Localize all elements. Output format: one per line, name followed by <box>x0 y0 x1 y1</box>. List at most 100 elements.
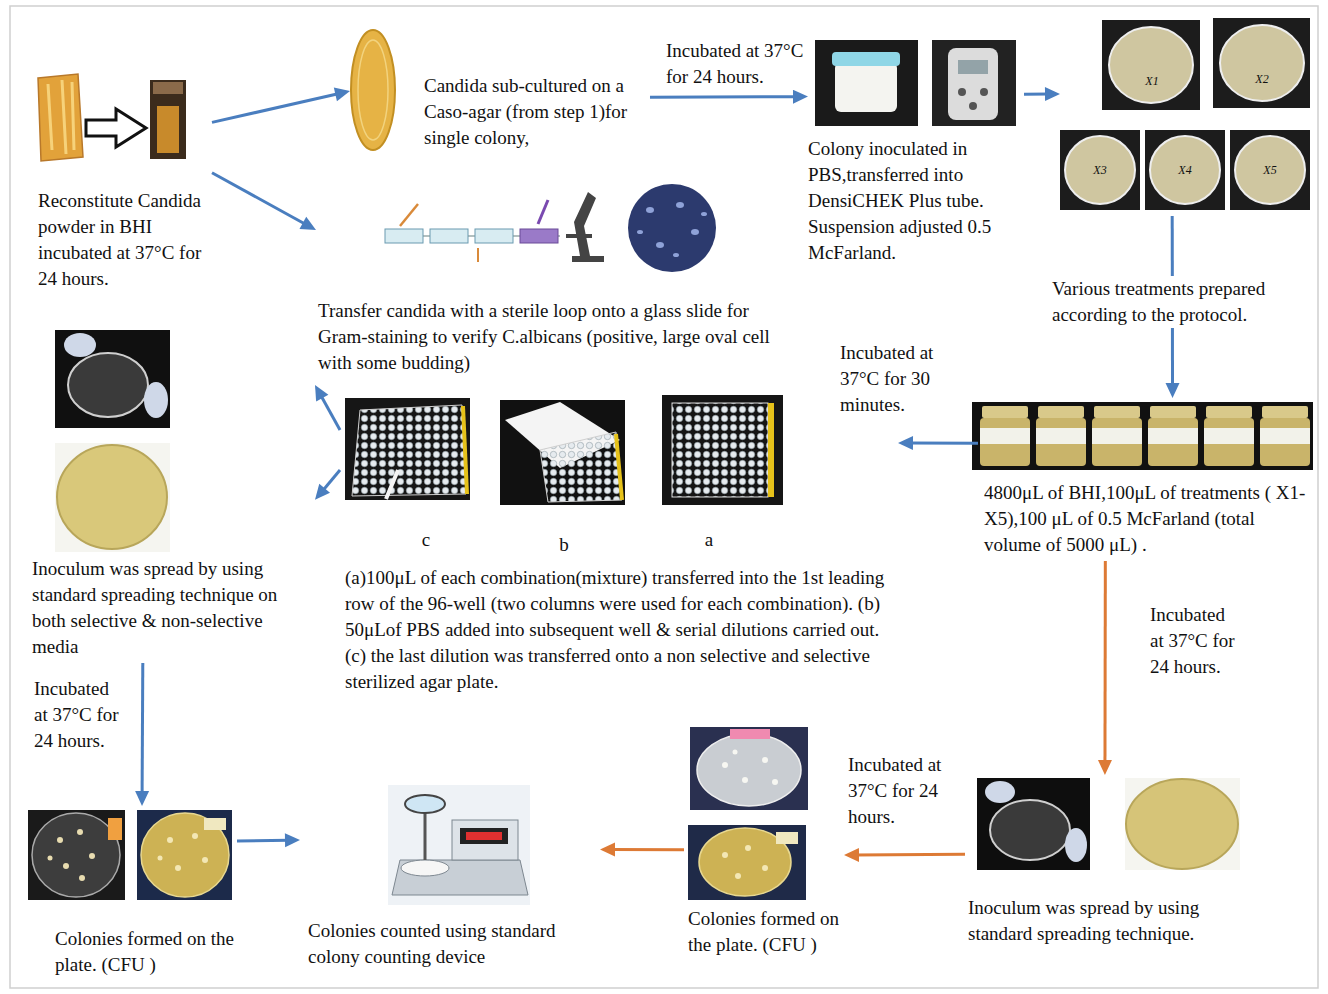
agar-plate <box>141 813 229 897</box>
gram-stain-figure <box>385 184 716 272</box>
colony <box>762 865 768 871</box>
pbs-photos <box>815 40 1016 126</box>
colony <box>202 857 208 863</box>
yeast-cell <box>676 202 684 208</box>
photo-ground <box>137 810 232 900</box>
arrowhead <box>334 88 350 102</box>
photo-ground <box>977 778 1090 870</box>
hollow-arrow <box>86 109 146 147</box>
petri-dish <box>1220 25 1304 101</box>
arrow-line <box>320 395 340 431</box>
colony <box>77 829 83 835</box>
yeast-cell <box>637 230 643 234</box>
petri-dish <box>697 734 801 806</box>
gloved-hand <box>985 781 1015 803</box>
arrow-line <box>237 839 289 843</box>
well-plate <box>352 405 466 496</box>
microscope <box>572 192 604 262</box>
petri-dish <box>1150 136 1220 204</box>
step-text: 4800μL of BHI,100μL of treatments ( X1-X… <box>984 480 1312 558</box>
plate-label: X2 <box>1250 72 1274 86</box>
jar-lid <box>1038 406 1084 418</box>
jar <box>980 418 1030 466</box>
plate-edge <box>463 406 467 494</box>
device-button <box>958 88 966 96</box>
photo-ground <box>55 330 170 428</box>
arrow-line <box>1103 561 1106 764</box>
arrowhead <box>844 848 859 862</box>
colonies <box>722 750 778 786</box>
container-lid <box>832 52 900 66</box>
plate-label <box>730 729 770 739</box>
jar-label <box>1148 428 1198 444</box>
agar-plate <box>351 30 395 150</box>
vial-photo <box>150 80 186 159</box>
petri-dish <box>990 800 1070 860</box>
counter-display <box>460 828 508 844</box>
colonies <box>722 845 768 879</box>
step-text: Colonies formed on the plate. (CFU ) <box>688 906 842 958</box>
step-text: Colony inoculated in PBS,transferred int… <box>808 136 1022 266</box>
colonies <box>158 833 209 871</box>
arrow-line <box>212 93 339 122</box>
flow-arrow <box>600 843 684 857</box>
photo-ground <box>662 395 783 505</box>
step-text: Colonies formed on the plate. (CFU ) <box>55 926 235 978</box>
jar-label <box>1036 428 1086 444</box>
colony <box>772 779 778 785</box>
arrowhead <box>135 791 149 806</box>
step-text: Reconstitute Candida powder in BHI incub… <box>38 188 206 292</box>
photo-ground <box>1102 20 1200 110</box>
pack-shine <box>48 80 74 154</box>
colony <box>167 837 173 843</box>
step-node: Candida sub-cultured on a Caso-agar (fro… <box>350 28 650 154</box>
magnifier <box>405 795 445 813</box>
device-screen <box>958 60 988 74</box>
burner <box>477 248 479 262</box>
jar <box>1148 418 1198 466</box>
vial-cap <box>153 82 183 94</box>
step-text: Inoculum was spread by using standard sp… <box>32 556 313 660</box>
flow-arrow <box>650 90 808 104</box>
sterile-loop <box>400 204 418 226</box>
colony <box>48 856 53 861</box>
microscope-stage <box>566 234 592 238</box>
photo-ground <box>688 825 806 900</box>
glass-slide <box>430 229 468 243</box>
colonies <box>48 829 96 881</box>
step-text: Inoculum was spread by using standard sp… <box>968 895 1200 947</box>
pbs-container <box>835 62 897 112</box>
densichek-device <box>948 48 998 120</box>
counter-body <box>452 820 518 860</box>
glass-slide <box>475 229 513 243</box>
flow-arrow <box>1098 561 1112 775</box>
arrowhead <box>600 843 615 857</box>
yeast-cell <box>673 253 679 257</box>
well-plate-photos <box>345 395 783 505</box>
arrowhead <box>1045 87 1060 101</box>
colony <box>158 856 163 861</box>
petri-dish <box>1235 136 1305 204</box>
colony <box>735 873 741 879</box>
step-node: cba(a)100μL of each combination(mixture)… <box>340 395 898 700</box>
yeast-cell <box>691 229 699 235</box>
stained-slide <box>520 229 558 243</box>
yeast-cell <box>701 212 707 216</box>
jar-label <box>980 428 1030 444</box>
photo-ground <box>815 40 918 126</box>
spread-plate-photos <box>55 330 170 552</box>
plate-label: X1 <box>1140 74 1164 88</box>
photo-ground <box>55 443 170 552</box>
flow-arrow <box>237 833 300 847</box>
agar-plate <box>57 445 167 549</box>
plate-group: X1X2X3X4X5 <box>1060 16 1315 216</box>
arrowhead <box>315 484 330 500</box>
jar-lid <box>982 406 1028 418</box>
photo-ground <box>1145 130 1225 210</box>
plate-label <box>204 818 226 830</box>
arrowhead <box>299 217 316 230</box>
edge-label: Incubated at 37°C for 24 hours. <box>1148 602 1238 680</box>
jar <box>1036 418 1086 466</box>
step-node: Colony inoculated in PBS,transferred int… <box>808 36 1024 269</box>
colony <box>722 852 728 858</box>
